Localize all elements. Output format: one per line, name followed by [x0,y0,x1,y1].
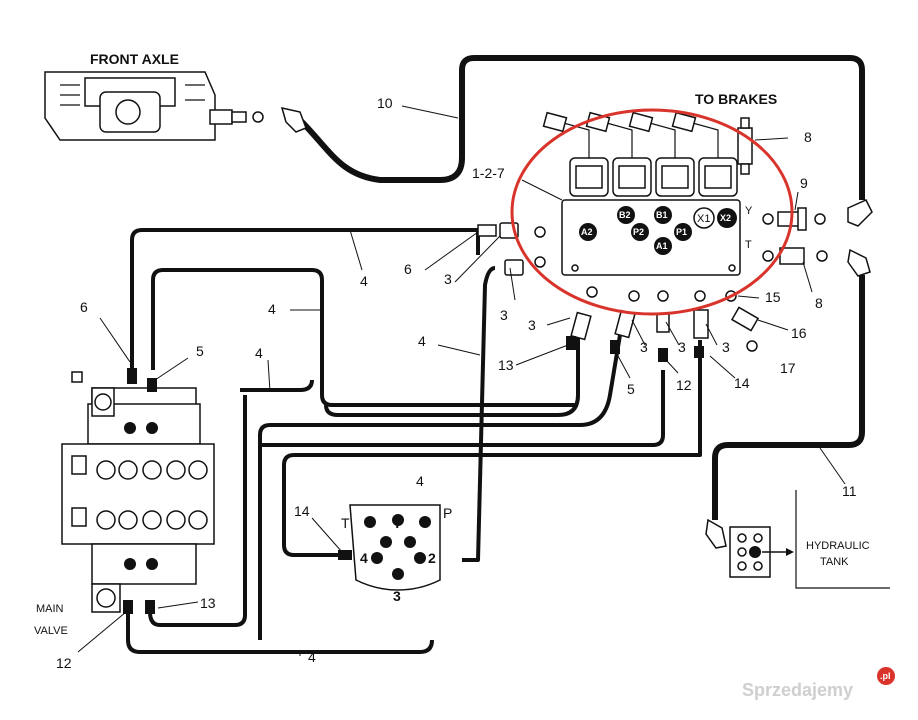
solenoid-1 [542,111,609,197]
port-x1: X1 [693,207,715,229]
port-a1: A1 [654,237,672,255]
svg-text:11: 11 [842,483,857,499]
port-t-block-label: T [745,239,752,251]
svg-text:4: 4 [255,345,263,361]
hose-4-b [462,266,496,562]
control-block: A2 P2 B2 B1 A1 P1 X1 X2 [542,111,741,276]
solenoid-2 [585,111,652,197]
callout-leaders [77,105,846,656]
hose-4-k [240,379,314,392]
svg-text:12: 12 [676,377,692,393]
main-valve-label-2: VALVE [34,625,68,637]
svg-text:4: 4 [360,273,368,289]
hydraulic-tank-label-1: HYDRAULIC [806,540,870,552]
svg-text:12: 12 [56,655,72,671]
port-y-label: Y [745,205,753,217]
solenoid-4 [671,111,738,197]
svg-text:B1: B1 [656,210,668,220]
hose-4-i [148,395,247,627]
port-p2: P2 [631,223,649,241]
svg-text:4: 4 [418,333,426,349]
port-b1: B1 [654,206,672,224]
pin-2: 2 [428,550,436,566]
port-b2: B2 [617,206,635,224]
hose-10 [297,55,865,200]
svg-text:9: 9 [800,175,808,191]
watermark: Sprzedajemy .pl [742,667,895,700]
svg-text:X1: X1 [697,213,710,225]
svg-text:5: 5 [627,381,635,397]
port-a2: A2 [579,223,597,241]
svg-text:A1: A1 [656,241,668,251]
hose-4-f [258,370,665,447]
svg-text:15: 15 [765,289,781,305]
block-ref-label: 1-2-7 [472,165,505,181]
svg-text:16: 16 [791,325,807,341]
valve-spools [71,422,208,570]
hose-4-g [282,340,702,557]
hydraulic-tank-label-2: TANK [820,556,849,568]
front-axle [44,71,307,141]
main-valve [61,368,215,614]
svg-text:4: 4 [416,473,424,489]
svg-text:3: 3 [640,339,648,355]
svg-text:3: 3 [500,307,508,323]
pilot-connector [338,504,441,591]
svg-text:P1: P1 [676,227,687,237]
hose-11 [712,275,865,520]
to-brakes-label: TO BRAKES [695,91,777,107]
svg-text:8: 8 [804,129,812,145]
svg-text:3: 3 [444,271,452,287]
svg-text:6: 6 [404,261,412,277]
svg-text:A2: A2 [581,227,593,237]
svg-text:5: 5 [196,343,204,359]
svg-text:3: 3 [722,339,730,355]
svg-text:.pl: .pl [880,671,891,681]
hose-4-d [324,320,580,417]
callout-numbers: 10 8 9 8 6 3 4 4 4 4 4 4 6 5 3 3 3 3 3 1… [56,95,857,671]
svg-text:8: 8 [815,295,823,311]
hose-4-e [258,334,622,640]
svg-text:4: 4 [308,649,316,665]
svg-text:13: 13 [498,357,514,373]
svg-text:X2: X2 [720,213,731,223]
front-axle-label: FRONT AXLE [90,51,179,67]
hose-4-j [126,612,434,654]
svg-text:10: 10 [377,95,393,111]
svg-text:14: 14 [734,375,750,391]
port-t-label: T [341,515,350,531]
pin-3: 3 [393,588,401,604]
svg-text:P2: P2 [633,227,644,237]
svg-text:3: 3 [528,317,536,333]
svg-text:Sprzedajemy: Sprzedajemy [742,680,853,700]
hydraulic-tank [705,490,890,589]
svg-text:B2: B2 [619,210,631,220]
svg-text:4: 4 [268,301,276,317]
main-valve-label-1: MAIN [36,603,64,615]
pin-4: 4 [360,550,368,566]
highlight-circle [510,108,794,316]
fittings-block [477,117,873,362]
svg-text:17: 17 [780,360,796,376]
port-x2: X2 [717,208,737,228]
port-p-label: P [443,505,452,521]
hose-4-c [151,268,578,407]
svg-text:6: 6 [80,299,88,315]
solenoid-3 [628,111,695,197]
hose-4-a [130,228,478,370]
svg-text:3: 3 [678,339,686,355]
port-p1: P1 [674,223,692,241]
svg-text:13: 13 [200,595,216,611]
svg-text:14: 14 [294,503,310,519]
pin-t-inner: T [393,515,402,531]
